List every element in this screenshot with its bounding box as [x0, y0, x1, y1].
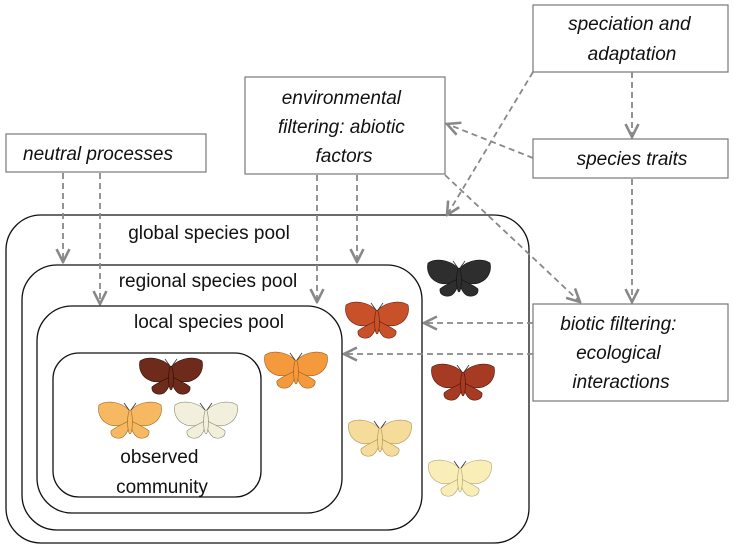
arrow-speciation-to-global — [447, 71, 534, 215]
moth-dark-rust-icon — [430, 363, 496, 401]
moth-black-icon — [426, 259, 492, 297]
environmental-filtering-label: environmental filtering: abiotic factors — [278, 88, 410, 167]
global-pool-label: global species pool — [128, 223, 290, 244]
observed-community-frame — [52, 352, 262, 498]
regional-pool-frame — [21, 264, 423, 531]
local-pool-label: local species pool — [134, 312, 284, 333]
moth-light-orange-icon — [97, 401, 163, 439]
arrow-traits-to-environmental — [447, 124, 534, 159]
local-pool-frame — [36, 305, 343, 514]
neutral-processes-label: neutral processes — [23, 144, 173, 165]
species-traits-label: species traits — [577, 149, 688, 170]
speciation-adaptation-label: speciation and adaptation — [568, 14, 696, 65]
biotic-filtering-box — [532, 303, 729, 402]
moth-very-pale-icon — [427, 459, 493, 497]
moth-brown-icon — [138, 357, 204, 395]
regional-pool-label: regional species pool — [119, 271, 298, 292]
moth-orange-icon — [263, 351, 329, 389]
moth-pale-yellow-icon — [347, 419, 413, 457]
speciation-adaptation-box — [532, 4, 729, 73]
global-pool-frame — [5, 214, 530, 544]
environmental-filtering-box — [244, 76, 446, 175]
biotic-filtering-label: biotic filtering: ecological interaction… — [560, 314, 681, 393]
species-traits-box — [532, 138, 729, 179]
moth-cream-icon — [173, 401, 239, 439]
neutral-processes-box — [5, 133, 207, 173]
moth-rust-icon — [344, 301, 410, 339]
observed-community-label: observed community — [116, 447, 208, 498]
arrow-environmental-to-biotic — [444, 174, 580, 302]
